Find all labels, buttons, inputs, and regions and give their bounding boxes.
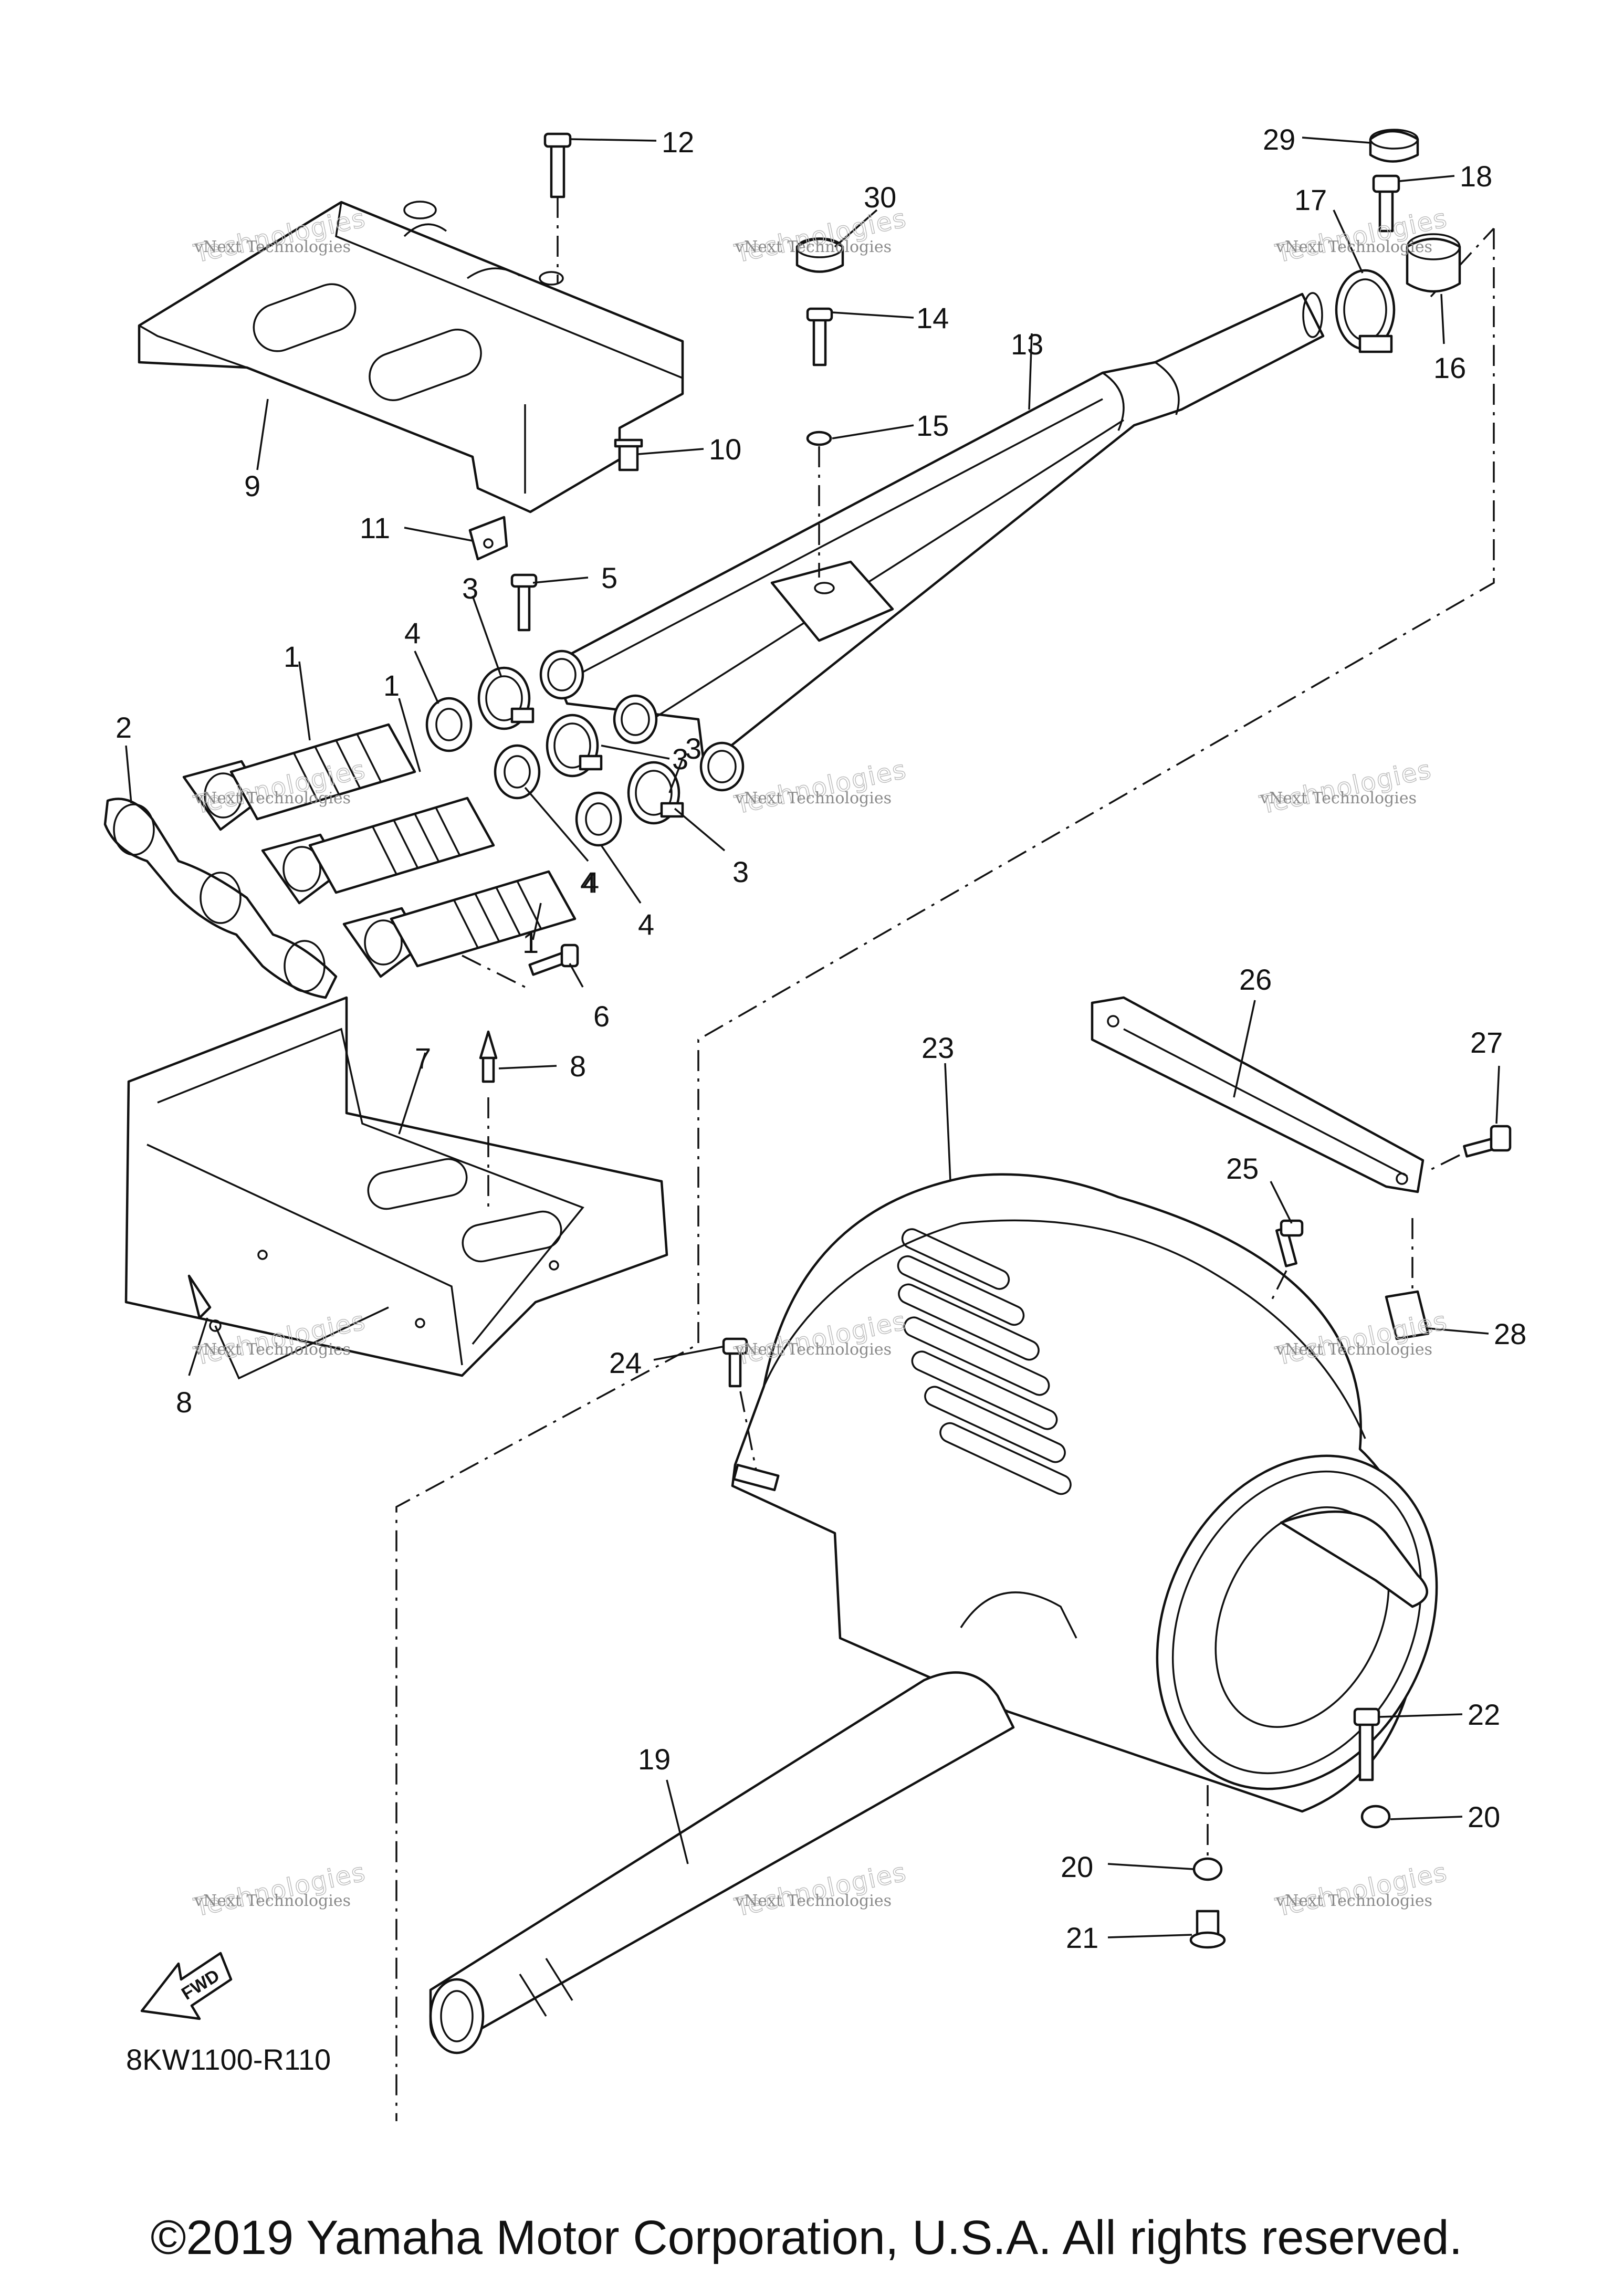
label-8a: 8 (570, 1050, 586, 1083)
watermark: Technologies vNext Technologies (731, 754, 909, 821)
svg-text:vNext Technologies: vNext Technologies (735, 238, 892, 256)
watermark: Technologies vNext Technologies (1272, 1857, 1450, 1923)
label-26: 26 (1239, 963, 1272, 996)
cap-29 (1369, 129, 1419, 163)
label-10: 10 (709, 433, 741, 466)
label-24: 24 (609, 1346, 642, 1379)
svg-text:vNext Technologies: vNext Technologies (735, 1340, 892, 1359)
gasket-4 (425, 697, 622, 847)
label-9: 9 (244, 469, 260, 502)
bolt-25 (1270, 1219, 1304, 1303)
label-18: 18 (1460, 160, 1492, 193)
label-20b: 20 (1061, 1850, 1093, 1883)
label-4d: 4 (580, 866, 596, 899)
washer-15 (806, 431, 832, 578)
label-2: 2 (116, 711, 132, 744)
clamp-3 (477, 666, 684, 825)
label-3d: 3 (685, 732, 701, 765)
watermark: Technologies vNext Technologies (1256, 754, 1434, 821)
label-1a: 1 (284, 640, 300, 673)
bolt-12 (543, 132, 572, 284)
clamp-17 (1335, 269, 1396, 353)
svg-text:Technologies: Technologies (1273, 1857, 1450, 1922)
label-13: 13 (1011, 328, 1043, 361)
svg-text:Technologies: Technologies (732, 754, 909, 820)
svg-text:vNext Technologies: vNext Technologies (194, 238, 351, 256)
svg-text:vNext Technologies: vNext Technologies (194, 789, 351, 808)
lower-heat-shield (124, 996, 668, 1377)
cap-30 (795, 237, 844, 273)
shield-bolt-10 (614, 438, 643, 471)
bolt-27 (1428, 1125, 1512, 1172)
svg-text:vNext Technologies: vNext Technologies (1275, 1340, 1432, 1359)
svg-text:vNext Technologies: vNext Technologies (194, 1340, 351, 1359)
upper-heat-shield (138, 201, 684, 513)
nut-28 (1385, 1218, 1430, 1340)
label-17: 17 (1294, 183, 1327, 216)
forward-arrow-icon: FWD (140, 1952, 233, 2020)
part-labels: 1 1 1 2 3 3 3 3 4 4 4 4 5 6 7 8 8 9 10 1… (116, 123, 1526, 1954)
label-4b: 4 (583, 866, 599, 899)
bolt-22 (1353, 1707, 1380, 1781)
watermark: Technologies vNext Technologies (731, 203, 909, 269)
label-4c: 4 (638, 908, 654, 941)
leader-lines (125, 137, 1500, 1938)
svg-text:vNext Technologies: vNext Technologies (1275, 238, 1432, 256)
exhaust-gasket-2 (103, 798, 338, 999)
joint-16 (1406, 233, 1461, 293)
copyright-notice: ©2019 Yamaha Motor Corporation, U.S.A. A… (150, 2211, 1463, 2264)
label-3b: 3 (672, 742, 688, 775)
label-8b: 8 (176, 1386, 192, 1419)
label-3c: 3 (732, 855, 749, 888)
bolt-18 (1372, 174, 1400, 233)
label-22: 22 (1468, 1698, 1500, 1731)
bracket-11 (468, 516, 508, 561)
svg-text:Technologies: Technologies (191, 1857, 369, 1922)
tailpipe-19 (429, 1671, 1015, 2054)
label-3a: 3 (462, 572, 478, 605)
label-15: 15 (916, 409, 949, 442)
label-1b: 1 (383, 669, 400, 702)
label-19: 19 (638, 1743, 671, 1776)
label-16: 16 (1433, 351, 1466, 384)
exhaust-pipe-bellows-1 (182, 723, 577, 988)
label-25: 25 (1226, 1152, 1259, 1185)
svg-text:vNext Technologies: vNext Technologies (735, 1892, 892, 1910)
bolt-24 (722, 1337, 757, 1471)
watermark: Technologies vNext Technologies (191, 1857, 369, 1923)
bracket-26 (1091, 996, 1425, 1193)
label-6: 6 (593, 1000, 610, 1033)
muffler-23 (731, 1173, 1438, 1813)
bolt-5 (510, 573, 538, 632)
svg-text:vNext Technologies: vNext Technologies (194, 1892, 351, 1910)
grommet-20 (1192, 1805, 1391, 1881)
svg-text:vNext Technologies: vNext Technologies (1275, 1892, 1432, 1910)
label-20a: 20 (1468, 1800, 1500, 1833)
label-11: 11 (360, 511, 390, 544)
label-14: 14 (916, 301, 949, 334)
diagram-code: 8KW1100-R110 (126, 2043, 331, 2076)
collar-21 (1189, 1785, 1226, 1949)
label-4a: 4 (404, 616, 421, 649)
bolt-6 (528, 943, 579, 976)
rivet-8-upper (479, 1030, 498, 1208)
svg-text:Technologies: Technologies (1257, 754, 1434, 820)
label-29: 29 (1263, 123, 1295, 156)
label-1c: 1 (522, 926, 539, 959)
bolt-14 (806, 307, 833, 366)
svg-text:vNext Technologies: vNext Technologies (1260, 789, 1417, 808)
label-30: 30 (864, 181, 896, 214)
label-7: 7 (415, 1042, 431, 1075)
label-5: 5 (601, 561, 617, 594)
label-12: 12 (662, 125, 694, 159)
label-28: 28 (1494, 1317, 1526, 1350)
rivet-8-lower (187, 1274, 389, 1380)
label-23: 23 (921, 1031, 954, 1064)
label-27: 27 (1470, 1026, 1503, 1059)
header-pipe-13 (539, 292, 1325, 792)
label-21: 21 (1066, 1921, 1098, 1954)
svg-text:vNext Technologies: vNext Technologies (735, 789, 892, 808)
